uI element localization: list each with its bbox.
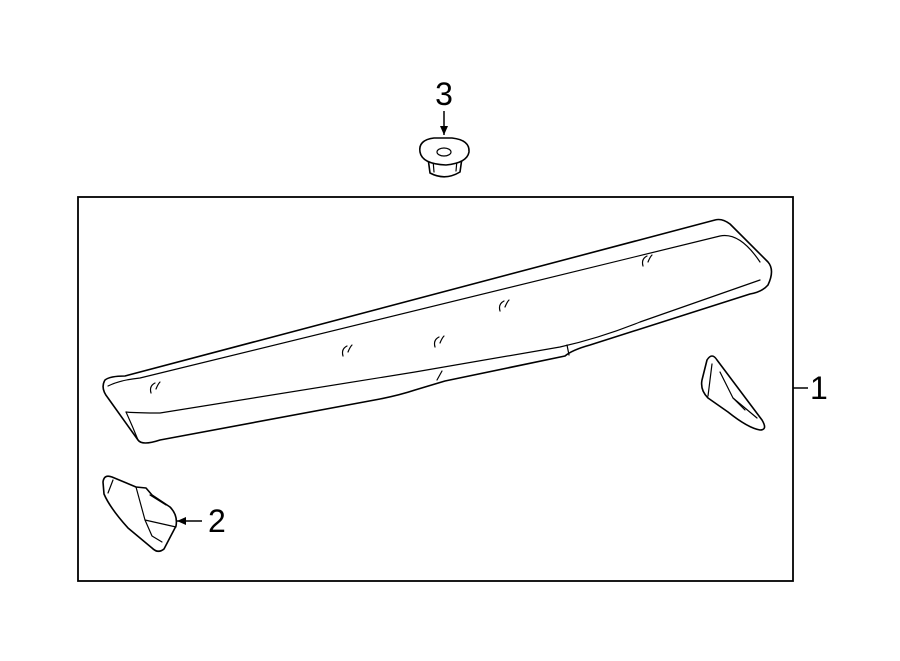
callout-2-label: 2 [208, 503, 226, 539]
assembly-frame [77, 196, 794, 582]
end-cap-part [102, 475, 178, 553]
callout-1-label: 1 [810, 370, 828, 406]
right-end-cap-part [700, 355, 766, 431]
spoiler-part [102, 218, 773, 444]
grommet-part [418, 137, 470, 178]
callout-3-label: 3 [435, 76, 453, 112]
